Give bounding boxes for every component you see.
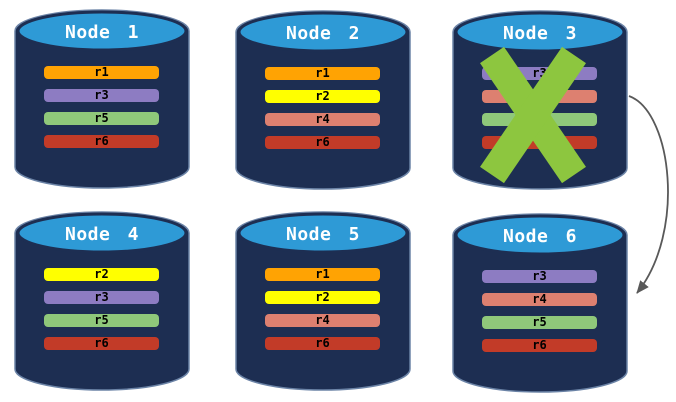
node-6: Node 6 r3 r4 r5 r6 (451, 212, 629, 394)
replica-label: r6 (532, 338, 547, 352)
replica-label: r1 (94, 65, 109, 79)
cylinder-top (16, 10, 188, 52)
replica-bar (482, 90, 597, 103)
replica-label: r3 (94, 290, 109, 304)
node-5: Node 5 r1 r2 r4 r6 (234, 210, 412, 392)
node-label: Node 4 (64, 224, 140, 245)
transfer-arrow (628, 95, 669, 294)
replica-bar: r3 (44, 291, 159, 304)
replica-bar: r6 (44, 135, 159, 148)
cylinder-top (237, 11, 409, 53)
node-4: Node 4 r2 r3 r5 r6 (13, 210, 191, 392)
replica-bar (482, 113, 597, 126)
node-label: Node 3 (502, 23, 578, 44)
replica-label: r6 (315, 336, 330, 350)
replica-bar: r1 (265, 67, 380, 80)
cylinder-top (237, 212, 409, 254)
replica-label: r6 (315, 135, 330, 149)
replica-bar: r2 (44, 268, 159, 281)
replica-label: r5 (94, 111, 109, 125)
replica-label: r5 (532, 315, 547, 329)
replica-label: r3 (532, 269, 547, 283)
replica-bar: r1 (265, 268, 380, 281)
cylinder-top (16, 212, 188, 254)
node-1: Node 1 r1 r3 r5 r6 (13, 8, 191, 190)
node-label: Node 1 (64, 22, 140, 43)
replica-label: r1 (315, 66, 330, 80)
node-2: Node 2 r1 r2 r4 r6 (234, 9, 412, 191)
replica-bar (482, 136, 597, 149)
replica-bar: r5 (44, 314, 159, 327)
replica-label: r2 (94, 267, 109, 281)
replica-bar: r4 (265, 314, 380, 327)
replica-label: r6 (94, 134, 109, 148)
replica-bar: r5 (44, 112, 159, 125)
replica-bar: r4 (482, 293, 597, 306)
replica-label: r6 (94, 336, 109, 350)
replica-label: r4 (315, 313, 330, 327)
node-3: Node 3 r3 (451, 9, 629, 191)
replica-bar: r3 (44, 89, 159, 102)
replica-bar: r2 (265, 90, 380, 103)
replica-label: r3 (532, 66, 547, 80)
replica-label: r3 (94, 88, 109, 102)
replica-label: r4 (532, 292, 547, 306)
replica-bar: r6 (482, 339, 597, 352)
replica-label: r4 (315, 112, 330, 126)
replica-bar: r4 (265, 113, 380, 126)
replica-label: r5 (94, 313, 109, 327)
replica-label: r2 (315, 89, 330, 103)
node-label: Node 2 (285, 23, 361, 44)
replica-bar: r5 (482, 316, 597, 329)
replica-bar: r6 (44, 337, 159, 350)
cylinder-top (454, 214, 626, 256)
node-label: Node 6 (502, 226, 578, 247)
replica-label: r1 (315, 267, 330, 281)
replica-bar: r1 (44, 66, 159, 79)
replica-bar: r6 (265, 136, 380, 149)
replica-bar: r3 (482, 67, 597, 80)
replica-bar: r6 (265, 337, 380, 350)
replica-bar: r3 (482, 270, 597, 283)
node-label: Node 5 (285, 224, 361, 245)
replica-label: r2 (315, 290, 330, 304)
replica-bar: r2 (265, 291, 380, 304)
